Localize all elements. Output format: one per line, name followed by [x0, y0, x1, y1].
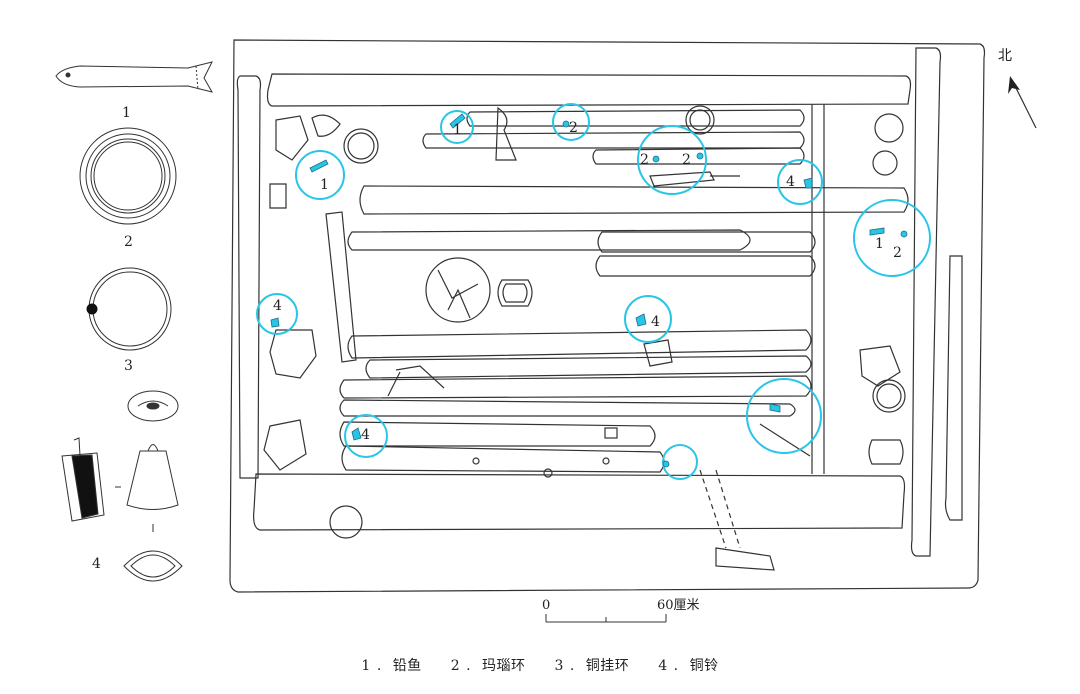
marker-circle-agate-ring-2b [637, 125, 707, 195]
marker-label-4c: 4 [651, 314, 660, 330]
panel-label-2: 2 [124, 234, 133, 250]
marker-circle-bell-4c [624, 295, 672, 343]
bronze-hanging-ring-drawing [86, 267, 172, 351]
panel-label-4: 4 [92, 556, 101, 572]
legend-item-2: 2. 玛瑙环 [450, 658, 526, 674]
marker-label-2a: 2 [569, 120, 578, 136]
marker-label-4b: 4 [273, 298, 282, 314]
find-marker-icons [270, 113, 908, 468]
scale-start-label: 0 [542, 598, 550, 613]
marker-label-4d: 4 [361, 427, 370, 443]
left-plank [236, 75, 262, 479]
marker-circle-lead-fish-1 [295, 150, 345, 200]
top-beam [266, 73, 912, 107]
right-plank [910, 47, 942, 557]
agate-ring-drawing [79, 127, 177, 225]
artifact-panel-labels: 1 2 3 4 [92, 105, 133, 572]
panel-label-1: 1 [122, 105, 131, 121]
marker-circle-bell-4a [777, 159, 823, 205]
marker-label-2d: 2 [893, 245, 902, 261]
marker-label-2b: 2 [640, 152, 649, 168]
lead-fish-drawing [55, 61, 214, 93]
far-right-plank [944, 255, 963, 521]
marker-label-2c: 2 [682, 152, 691, 168]
marker-label-1b: 1 [453, 122, 462, 138]
scale-end-label: 60厘米 [657, 598, 700, 613]
marker-label-1c: 1 [875, 236, 884, 252]
marker-circle-lead-fish-1b [440, 110, 474, 144]
marker-circle-agate-ring-2 [552, 103, 590, 141]
panel-label-3: 3 [124, 358, 133, 374]
marker-label-4a: 4 [786, 174, 795, 190]
marker-circle-lead-fish-agate [853, 199, 931, 277]
find-marker-labels: 1 1 2 2 2 4 1 2 4 4 4 [273, 120, 902, 443]
north-label: 北 [998, 48, 1012, 64]
bronze-bell-drawing [61, 390, 183, 582]
marker-circle-bell-4d [344, 414, 388, 458]
marker-circle-hanging-ring [662, 444, 698, 480]
marker-circle-find-cluster [746, 378, 822, 454]
artifact-legend: 1. 铅鱼 2. 玛瑙环 3. 铜挂环 4. 铜铃 [0, 655, 1080, 675]
artifact-panel [55, 61, 214, 582]
scale-bar: 0 60厘米 [542, 598, 700, 623]
marker-label-1a: 1 [320, 177, 329, 193]
legend-item-4: 4. 铜铃 [658, 658, 719, 674]
chamber-outer-wall [229, 39, 986, 593]
legend-item-1: 1. 铅鱼 [361, 658, 422, 674]
find-markers [256, 103, 931, 480]
marker-circle-bell-4b [256, 293, 298, 335]
tomb-chamber [229, 39, 986, 593]
north-arrow-icon [1008, 76, 1020, 94]
bottom-beam [253, 473, 906, 531]
legend-item-3: 3. 铜挂环 [554, 658, 630, 674]
north-arrow: 北 [998, 48, 1037, 129]
